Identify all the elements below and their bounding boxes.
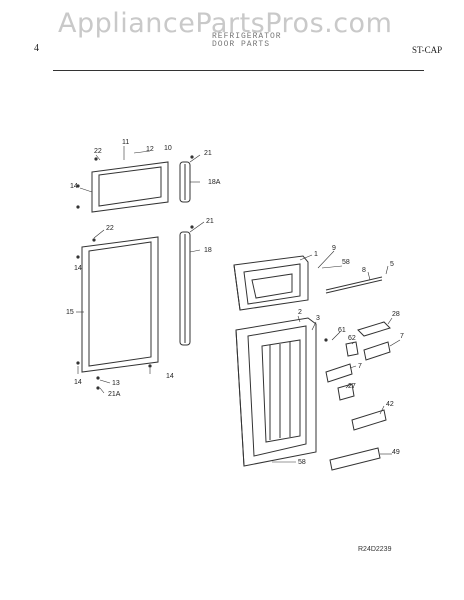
callout-9: 9	[332, 245, 336, 252]
callout-5: 5	[390, 261, 394, 268]
fresh-food-gasket	[81, 236, 159, 373]
callout-2: 2	[298, 309, 302, 316]
header-rule	[53, 70, 424, 71]
callout-14: 14	[70, 183, 78, 190]
callout-11: 11	[122, 139, 129, 146]
freezer-breaker-strip	[179, 161, 191, 203]
diagram-subtitle-line-2: DOOR PARTS	[212, 40, 271, 49]
callout-13: 13	[112, 380, 120, 387]
callout-8: 8	[362, 267, 366, 274]
callout-27: 27	[348, 383, 356, 390]
callout-3: 3	[316, 315, 320, 322]
callout-22: 22	[94, 148, 102, 155]
diagram-subtitle-line-1: REFRIGERATOR	[212, 32, 282, 41]
freezer-door-panel	[233, 255, 309, 311]
fresh-food-door-panel	[235, 317, 317, 467]
callout-18A: 18A	[208, 179, 221, 186]
callout-62: 62	[348, 335, 356, 342]
callout-labels: 11 22 12 10 21 14 18A 22 21 14 18 1 9 58…	[66, 139, 404, 466]
door-bins	[325, 341, 391, 471]
callout-18: 18	[204, 247, 212, 254]
callout-7: 7	[400, 333, 404, 340]
model-code: ST-CAP	[412, 45, 443, 55]
callout-61: 61	[338, 327, 346, 334]
fresh-food-breaker-strip	[179, 231, 191, 346]
callout-10: 10	[164, 145, 172, 152]
page-number: 4	[34, 43, 39, 54]
screws	[76, 155, 328, 390]
callout-58: 58	[342, 259, 350, 266]
callout-14-b: 14	[74, 265, 82, 272]
rail-bar	[325, 276, 383, 294]
callout-21: 21	[204, 150, 212, 157]
callout-1: 1	[314, 251, 318, 258]
callout-7-b: 7	[358, 363, 362, 370]
callout-49: 49	[392, 449, 400, 456]
callout-42: 42	[386, 401, 394, 408]
callout-22-b: 22	[106, 225, 114, 232]
freezer-gasket	[91, 161, 169, 213]
callout-14-d: 14	[74, 379, 82, 386]
callout-21A: 21A	[108, 391, 121, 398]
callout-15: 15	[66, 309, 74, 316]
callout-12: 12	[146, 146, 154, 153]
callout-14-c: 14	[166, 373, 174, 380]
callout-21-b: 21	[206, 218, 214, 225]
reference-code: R24D2239	[358, 546, 392, 553]
watermark: AppliancePartsPros.com	[58, 8, 393, 39]
callout-58-b: 58	[298, 459, 306, 466]
leader-lines	[76, 146, 401, 463]
callout-28: 28	[392, 311, 400, 318]
shelf-28	[357, 321, 391, 337]
